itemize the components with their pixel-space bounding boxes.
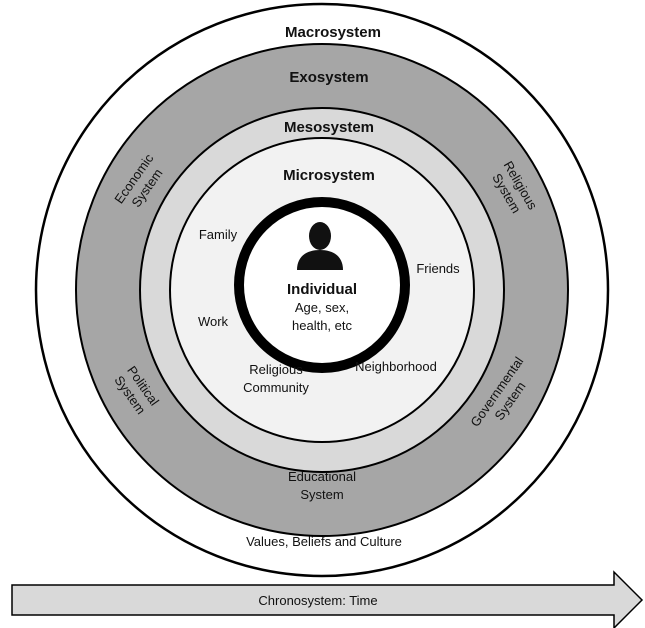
religious-community-line-2: Community — [243, 380, 309, 395]
educational-system-line-2: System — [300, 487, 343, 502]
values-beliefs-culture-label: Values, Beliefs and Culture — [246, 534, 402, 549]
microsystem-title: Microsystem — [283, 167, 375, 184]
friends-label: Friends — [416, 261, 460, 276]
neighborhood-label: Neighborhood — [355, 359, 437, 374]
individual-attributes-line-1: Age, sex, — [295, 300, 349, 315]
individual-ring — [234, 197, 410, 373]
exosystem-title: Exosystem — [289, 69, 368, 86]
religious-community-line-1: Religious — [249, 362, 303, 377]
work-label: Work — [198, 314, 229, 329]
educational-system-line-1: Educational — [288, 469, 356, 484]
individual-attributes-line-2: health, etc — [292, 318, 352, 333]
chronosystem-label: Chronosystem: Time — [258, 593, 377, 608]
macrosystem-title: Macrosystem — [285, 24, 381, 41]
person-icon — [297, 222, 343, 270]
family-label: Family — [199, 227, 238, 242]
mesosystem-title: Mesosystem — [284, 119, 374, 136]
individual-title: Individual — [287, 281, 357, 298]
chronosystem-arrow — [11, 570, 644, 628]
